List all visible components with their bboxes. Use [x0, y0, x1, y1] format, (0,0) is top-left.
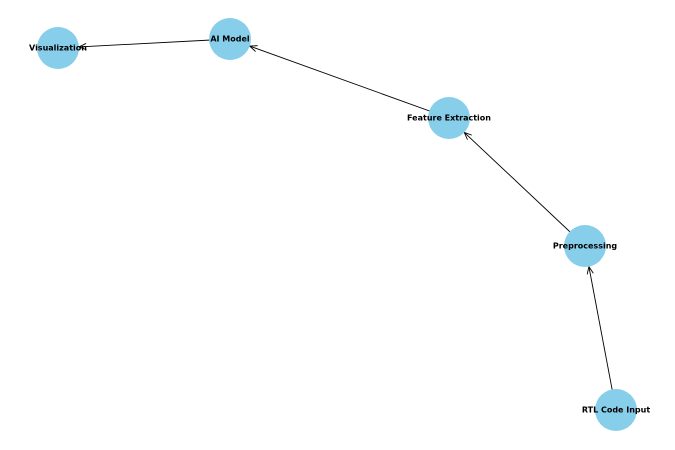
node-fe: Feature Extraction: [407, 97, 491, 139]
node-circle: [428, 97, 470, 139]
node-label: Preprocessing: [553, 242, 618, 251]
node-circle: [37, 27, 79, 69]
edge-line: [588, 266, 617, 411]
edge-line: [249, 45, 450, 119]
edge-rtl-to-pre: [586, 266, 617, 411]
arrowhead: [463, 131, 472, 140]
edge-fe-to-ai: [249, 45, 450, 119]
node-circle: [595, 389, 637, 431]
edges-layer: [78, 38, 617, 411]
edge-line: [463, 132, 586, 247]
node-circle: [209, 18, 251, 60]
nodes-layer: RTL Code Input Preprocessing Feature Extra…: [29, 18, 650, 431]
node-rtl: RTL Code Input: [582, 389, 651, 431]
edge-line: [78, 38, 231, 48]
edge-ai-to-vis: [78, 38, 231, 50]
node-vis: Visualization: [29, 27, 87, 69]
node-ai: AI Model: [209, 18, 251, 60]
node-label: AI Model: [210, 35, 250, 44]
node-pre: Preprocessing: [553, 225, 618, 267]
node-label: Feature Extraction: [407, 114, 491, 123]
arrowhead: [78, 43, 87, 50]
node-label: Visualization: [29, 44, 87, 53]
edge-pre-to-fe: [463, 131, 586, 247]
node-label: RTL Code Input: [582, 406, 651, 415]
node-circle: [564, 225, 606, 267]
